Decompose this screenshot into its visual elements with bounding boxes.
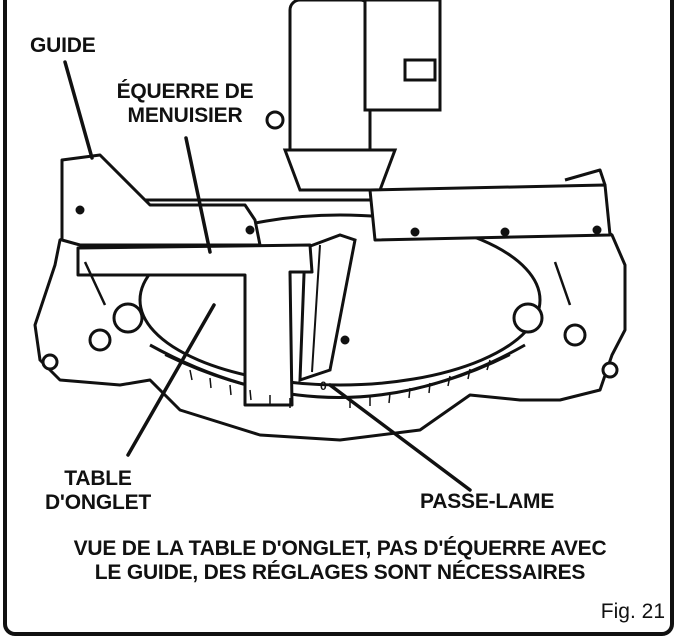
label-table-line2: D'ONGLET [44, 490, 152, 514]
label-passe-lame: PASSE-LAME [420, 490, 555, 513]
caption-line2: LE GUIDE, DES RÉGLAGES SONT NÉCESSAIRES [94, 560, 586, 584]
label-table-line1: TABLE [64, 467, 132, 490]
label-equerre-line1: ÉQUERRE DE [116, 80, 254, 103]
figure-number: Fig. 21 [600, 600, 665, 623]
label-equerre-de-menuisier: ÉQUERRE DE MENUISIER [100, 80, 270, 127]
blade-guard [282, 148, 398, 192]
label-equerre-line2: MENUISIER [127, 103, 243, 127]
label-guide: GUIDE [30, 34, 96, 57]
right-fence [368, 183, 612, 242]
saw-arm [288, 0, 372, 172]
left-fence [60, 153, 262, 247]
caption-line1: VUE DE LA TABLE D'ONGLET, PAS D'ÉQUERRE … [73, 537, 607, 560]
scale-zero: 0 [320, 379, 327, 393]
scale-ticks [189, 359, 491, 408]
leader-passe-lame [328, 383, 472, 492]
label-table-donglet: TABLE D'ONGLET [38, 467, 158, 514]
leader-guide [63, 60, 94, 160]
saw-motor [363, 0, 442, 112]
figure-caption: VUE DE LA TABLE D'ONGLET, PAS D'ÉQUERRE … [60, 537, 620, 584]
carpenter-square [76, 243, 314, 407]
leader-table [126, 303, 216, 457]
leader-equerre [184, 136, 212, 254]
